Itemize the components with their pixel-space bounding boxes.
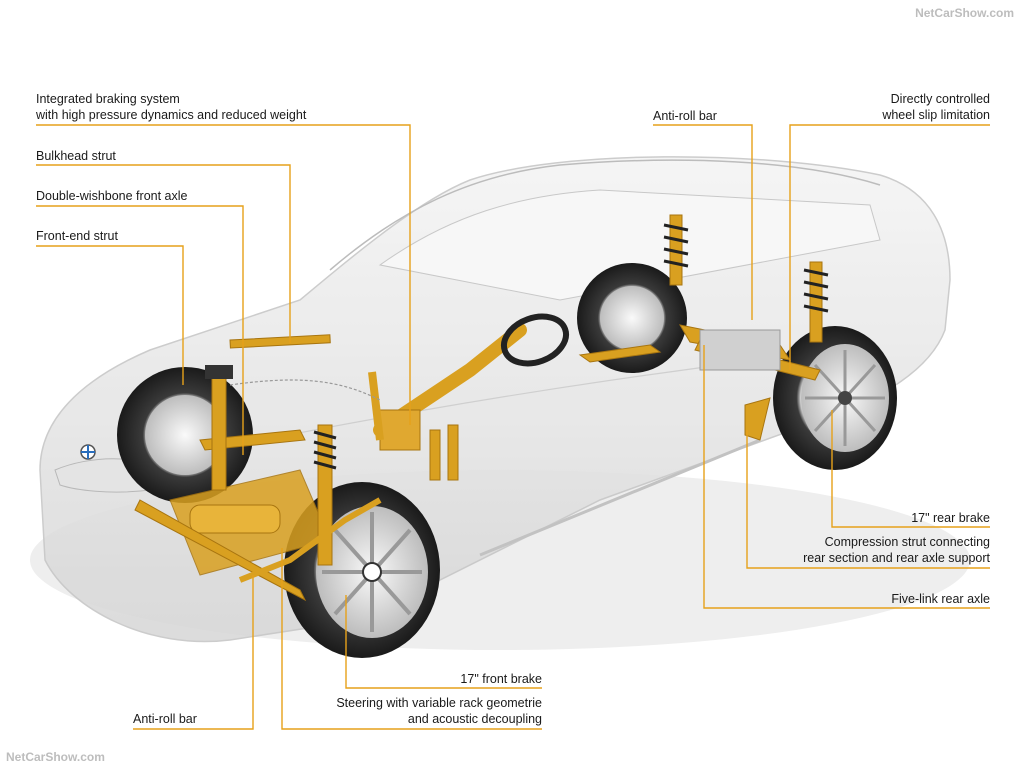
callout-five-link: Five-link rear axle xyxy=(891,592,990,606)
car-sill xyxy=(479,438,761,557)
callout-front-brake: 17" front brake xyxy=(460,672,542,686)
callout-steering: Steering with variable rack geometrie an… xyxy=(330,695,542,727)
callout-compression-strut-line1: Compression strut connecting xyxy=(824,535,990,549)
callout-integrated-braking-line2: with high pressure dynamics and reduced … xyxy=(36,108,307,122)
callout-steering-line2: and acoustic decoupling xyxy=(407,712,542,726)
callout-compression-strut-line2: rear section and rear axle support xyxy=(803,551,990,565)
leader-five-link xyxy=(703,345,990,609)
leader-double-wishbone xyxy=(36,205,244,455)
callout-wheel-slip: Directly controlled wheel slip limitatio… xyxy=(882,91,990,123)
leader-integrated-braking xyxy=(36,124,411,425)
callout-steering-line1: Steering with variable rack geometrie xyxy=(336,696,542,710)
callout-integrated-braking: Integrated braking system with high pres… xyxy=(36,91,306,123)
leader-anti-roll-bar-rear xyxy=(653,124,753,320)
leader-anti-roll-bar-front xyxy=(133,575,254,730)
rear-right-wheel xyxy=(773,326,897,470)
leader-front-end-strut xyxy=(36,245,184,385)
callout-compression-strut: Compression strut connecting rear sectio… xyxy=(803,534,990,566)
leader-bulkhead-strut xyxy=(36,164,291,343)
rear-subframe xyxy=(578,324,821,441)
leader-front-brake xyxy=(345,595,542,689)
watermark-top: NetCarShow.com xyxy=(915,6,1014,20)
callout-bulkhead-strut: Bulkhead strut xyxy=(36,149,116,163)
rear-left-wheel xyxy=(577,263,687,373)
car-roofline xyxy=(329,159,881,271)
callout-rear-brake: 17" rear brake xyxy=(911,511,990,525)
callout-double-wishbone: Double-wishbone front axle xyxy=(36,189,188,203)
callout-integrated-braking-line1: Integrated braking system xyxy=(36,92,180,106)
rear-struts xyxy=(663,214,829,343)
watermark-bottom: NetCarShow.com xyxy=(6,750,105,764)
callout-front-end-strut: Front-end strut xyxy=(36,229,118,243)
leader-compression-strut xyxy=(746,430,990,569)
leader-wheel-slip xyxy=(789,124,990,370)
pedal-box xyxy=(429,424,459,481)
callout-wheel-slip-line1: Directly controlled xyxy=(890,92,990,106)
callout-wheel-slip-line2: wheel slip limitation xyxy=(882,108,990,122)
leader-rear-brake xyxy=(831,410,990,528)
callout-anti-roll-bar-front: Anti-roll bar xyxy=(133,712,197,726)
callout-anti-roll-bar-rear: Anti-roll bar xyxy=(653,109,717,123)
car-window-line xyxy=(378,189,881,301)
brake-line xyxy=(229,379,381,401)
front-anti-roll-bar xyxy=(238,497,382,583)
leader-steering xyxy=(281,548,542,730)
